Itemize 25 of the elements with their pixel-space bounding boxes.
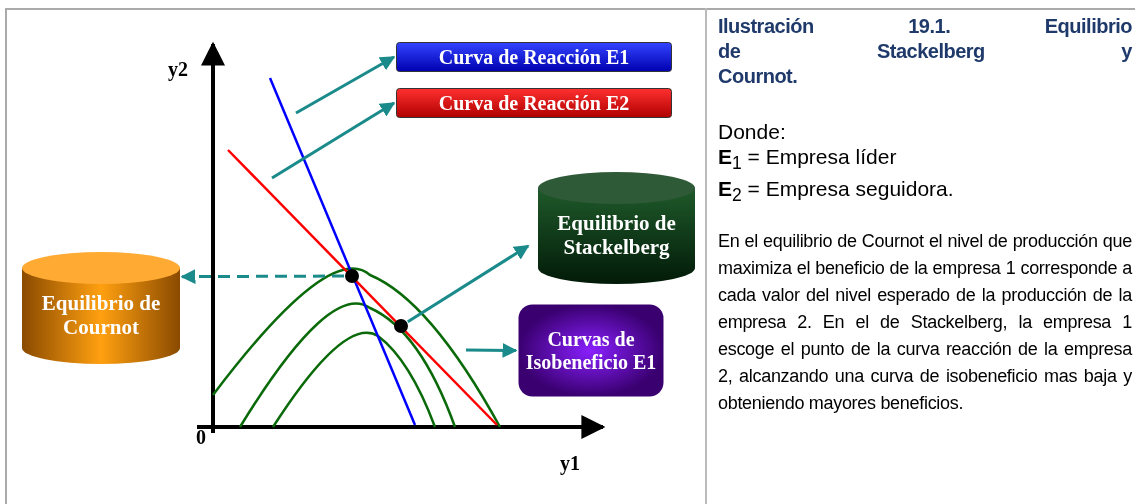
database-cylinder xyxy=(22,252,180,364)
figure-title: Ilustración 19.1. Equilibrio de Stackelberg y Cournot. xyxy=(718,14,1132,89)
equilibrium-dot xyxy=(345,269,359,283)
definition-line: E$_{1}$ = Empresa líder xyxy=(718,144,898,176)
node-label: Curva de Reacción E2 xyxy=(438,91,630,115)
legend-box xyxy=(396,88,672,118)
origin-label: 0 xyxy=(196,426,206,449)
node-label: Equilibrio de Cournot xyxy=(40,289,162,340)
axis-label: y1 xyxy=(560,452,580,475)
arrow xyxy=(407,244,530,324)
axis-label: y2 xyxy=(168,58,188,81)
node-label: Equilibrio de Stackelberg xyxy=(556,209,677,260)
equilibrium-dot xyxy=(394,319,408,333)
rounded-box xyxy=(518,304,664,397)
node-label: Curvas de Isobeneficio E1 xyxy=(524,327,658,374)
arrow xyxy=(271,101,396,180)
definition-line: E$_{2}$ = Empresa seguidora. xyxy=(718,176,955,208)
explanation-paragraph: En el equilibrio de Cournot el nivel de producción que maximiza el beneficio de la empresa 1 corresponde a cada valor del nivel esperado de la producción de la empresa 2. En el de Stackelberg, la empresa 1 escoge el punto de la curva reacción de la empresa 2, alcanzando una curva de isobeneficio mas baja y obteniendo mayores beneficios. xyxy=(718,230,1132,416)
arrow xyxy=(180,269,344,285)
arrow xyxy=(295,55,396,115)
arrow xyxy=(466,342,518,358)
legend-box xyxy=(396,42,672,72)
node-label: Curva de Reacción E1 xyxy=(438,45,630,69)
database-cylinder xyxy=(538,172,695,284)
definition-heading: Donde: xyxy=(718,119,787,144)
